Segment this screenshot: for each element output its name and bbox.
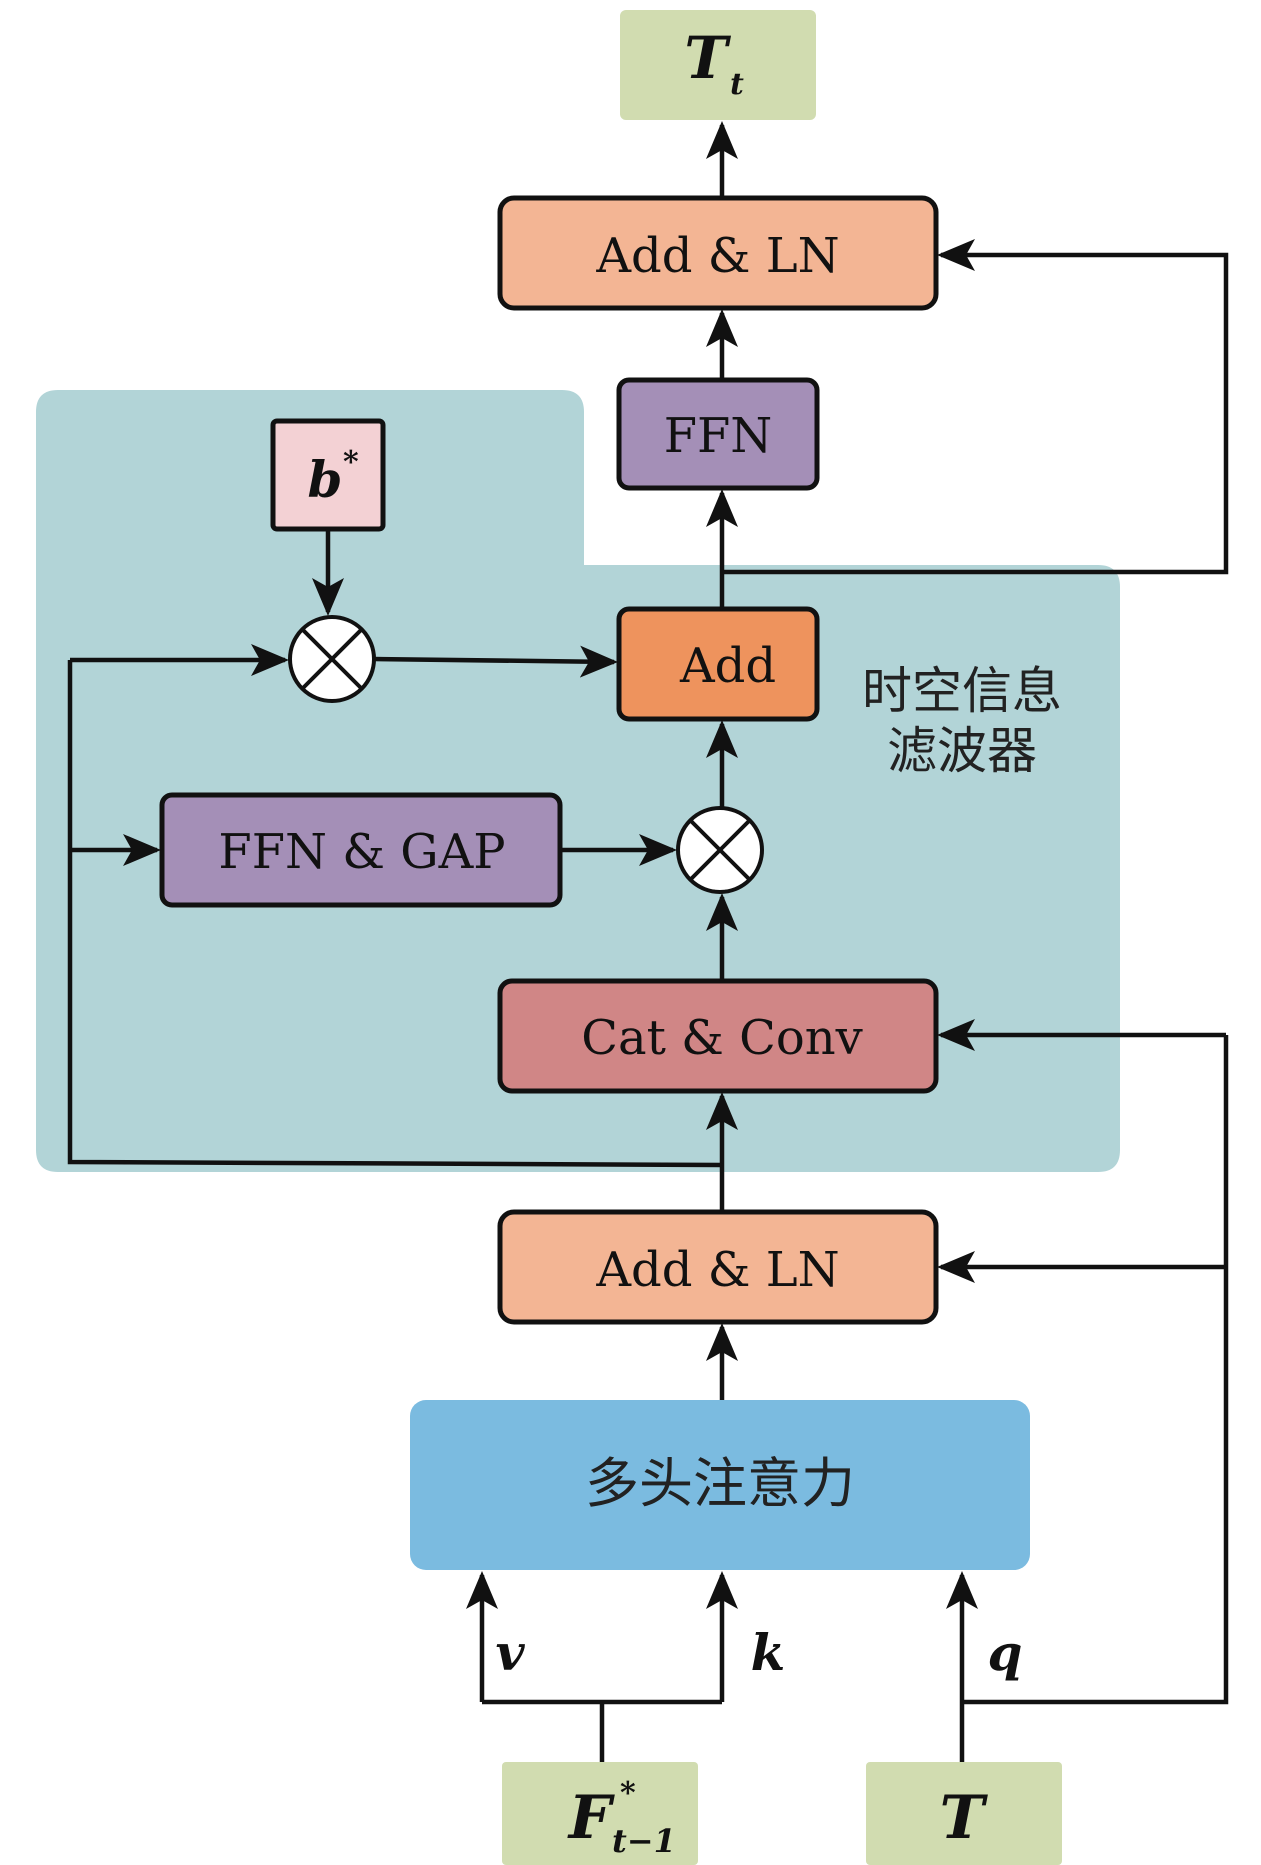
output-symbol: T: [684, 24, 731, 92]
input-box: [866, 1762, 1062, 1865]
q-label: q: [988, 1623, 1023, 1682]
input-symbol: T: [940, 1783, 989, 1853]
feature-symbol: F: [567, 1783, 616, 1853]
ffn-gap-label: FFN & GAP: [218, 824, 505, 880]
add-ln-top-box: [497, 195, 939, 311]
attention-box: [410, 1400, 1030, 1570]
add-box: [616, 606, 820, 722]
filter-region: [36, 390, 1120, 1172]
attention-label: 多头注意力: [585, 1452, 855, 1515]
bias-superscript: *: [343, 445, 359, 480]
add-label: Add: [679, 638, 776, 694]
k-label: k: [751, 1623, 786, 1682]
filter-title-line2: 滤波器: [887, 722, 1037, 780]
feature-superscript: *: [620, 1776, 636, 1811]
add-ln-bottom-box: [497, 1209, 939, 1325]
ffn-label: FFN: [664, 408, 773, 464]
filter-title-line1: 时空信息: [862, 662, 1062, 720]
feature-input-box: [502, 1762, 698, 1865]
edge-left-bus: [67, 660, 723, 1168]
add-ln-bottom-label: Add & LN: [595, 1242, 839, 1298]
multiply-node-top: [288, 615, 376, 703]
bias-symbol: b: [308, 450, 343, 509]
edge-add-residual: [722, 239, 1229, 575]
ffn-box: [616, 377, 820, 491]
cat-conv-label: Cat & Conv: [581, 1010, 863, 1066]
feature-subscript: t−1: [612, 1822, 676, 1860]
output-box: [620, 10, 816, 120]
v-label: v: [495, 1623, 525, 1682]
edge-feature-split: [482, 1699, 722, 1762]
connectors: [67, 121, 1229, 1762]
output-subscript: t: [730, 67, 744, 102]
edge-input-residual: [962, 1035, 1229, 1705]
add-ln-top-label: Add & LN: [595, 228, 839, 284]
multiply-node-bottom: [676, 806, 764, 894]
cat-conv-box: [497, 978, 939, 1094]
edge-multiply-to-add-box: [373, 645, 618, 678]
